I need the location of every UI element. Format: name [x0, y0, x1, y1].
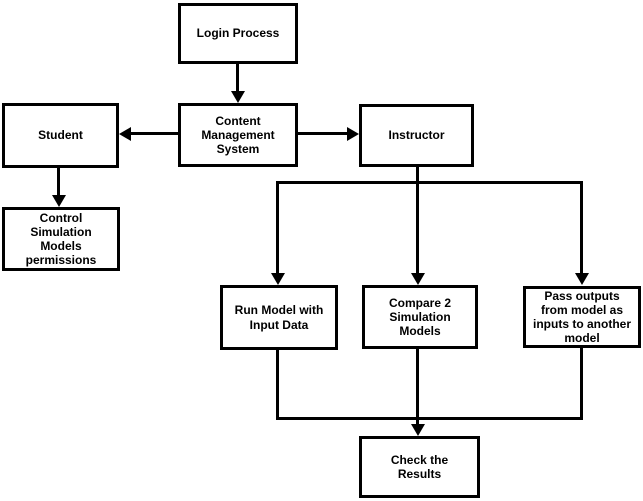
node-pass-outputs-to-another-model: Pass outputs from model as inputs to ano… — [523, 286, 641, 348]
node-compare-simulation-models-label: Compare 2 Simulation Models — [388, 295, 452, 339]
arrowhead-down-icon — [231, 91, 245, 103]
node-login-process-label: Login Process — [196, 26, 280, 41]
connector-branch-to-run-model — [276, 181, 279, 273]
node-control-simulation-permissions-label: Control Simulation Models permissions — [25, 210, 97, 268]
node-control-simulation-permissions: Control Simulation Models permissions — [2, 207, 120, 271]
connector-student-to-permissions — [57, 168, 60, 196]
arrowhead-down-icon — [271, 273, 285, 285]
node-compare-simulation-models: Compare 2 Simulation Models — [362, 285, 478, 349]
node-login-process: Login Process — [178, 3, 298, 64]
connector-run-model-to-merge — [276, 350, 279, 420]
arrowhead-down-icon — [52, 195, 66, 207]
connector-branch-to-pass-outputs — [580, 181, 583, 273]
node-student-label: Student — [38, 128, 83, 143]
node-instructor-label: Instructor — [388, 128, 445, 143]
node-run-model-with-input-data-label: Run Model with Input Data — [234, 303, 324, 332]
node-check-the-results: Check the Results — [359, 436, 480, 498]
connector-login-to-cms — [236, 64, 239, 93]
merge-rail — [276, 417, 583, 420]
connector-cms-to-student — [131, 132, 178, 135]
node-instructor: Instructor — [359, 104, 474, 167]
node-pass-outputs-to-another-model-label: Pass outputs from model as inputs to ano… — [533, 288, 631, 346]
connector-compare-models-to-check-results — [416, 349, 419, 424]
arrowhead-down-icon — [411, 273, 425, 285]
connector-cms-to-instructor — [298, 132, 347, 135]
connector-instructor-stem — [416, 167, 419, 181]
connector-pass-outputs-to-merge — [580, 348, 583, 420]
node-check-the-results-label: Check the Results — [390, 452, 449, 481]
arrowhead-right-icon — [347, 127, 359, 141]
node-run-model-with-input-data: Run Model with Input Data — [220, 285, 338, 350]
node-content-management-system-label: Content Management System — [201, 113, 275, 157]
branch-rail — [276, 181, 583, 184]
node-content-management-system: Content Management System — [178, 103, 298, 167]
node-student: Student — [2, 103, 119, 168]
arrowhead-down-icon — [575, 273, 589, 285]
arrowhead-down-icon — [411, 424, 425, 436]
arrowhead-left-icon — [119, 127, 131, 141]
connector-branch-to-compare-models — [416, 181, 419, 273]
